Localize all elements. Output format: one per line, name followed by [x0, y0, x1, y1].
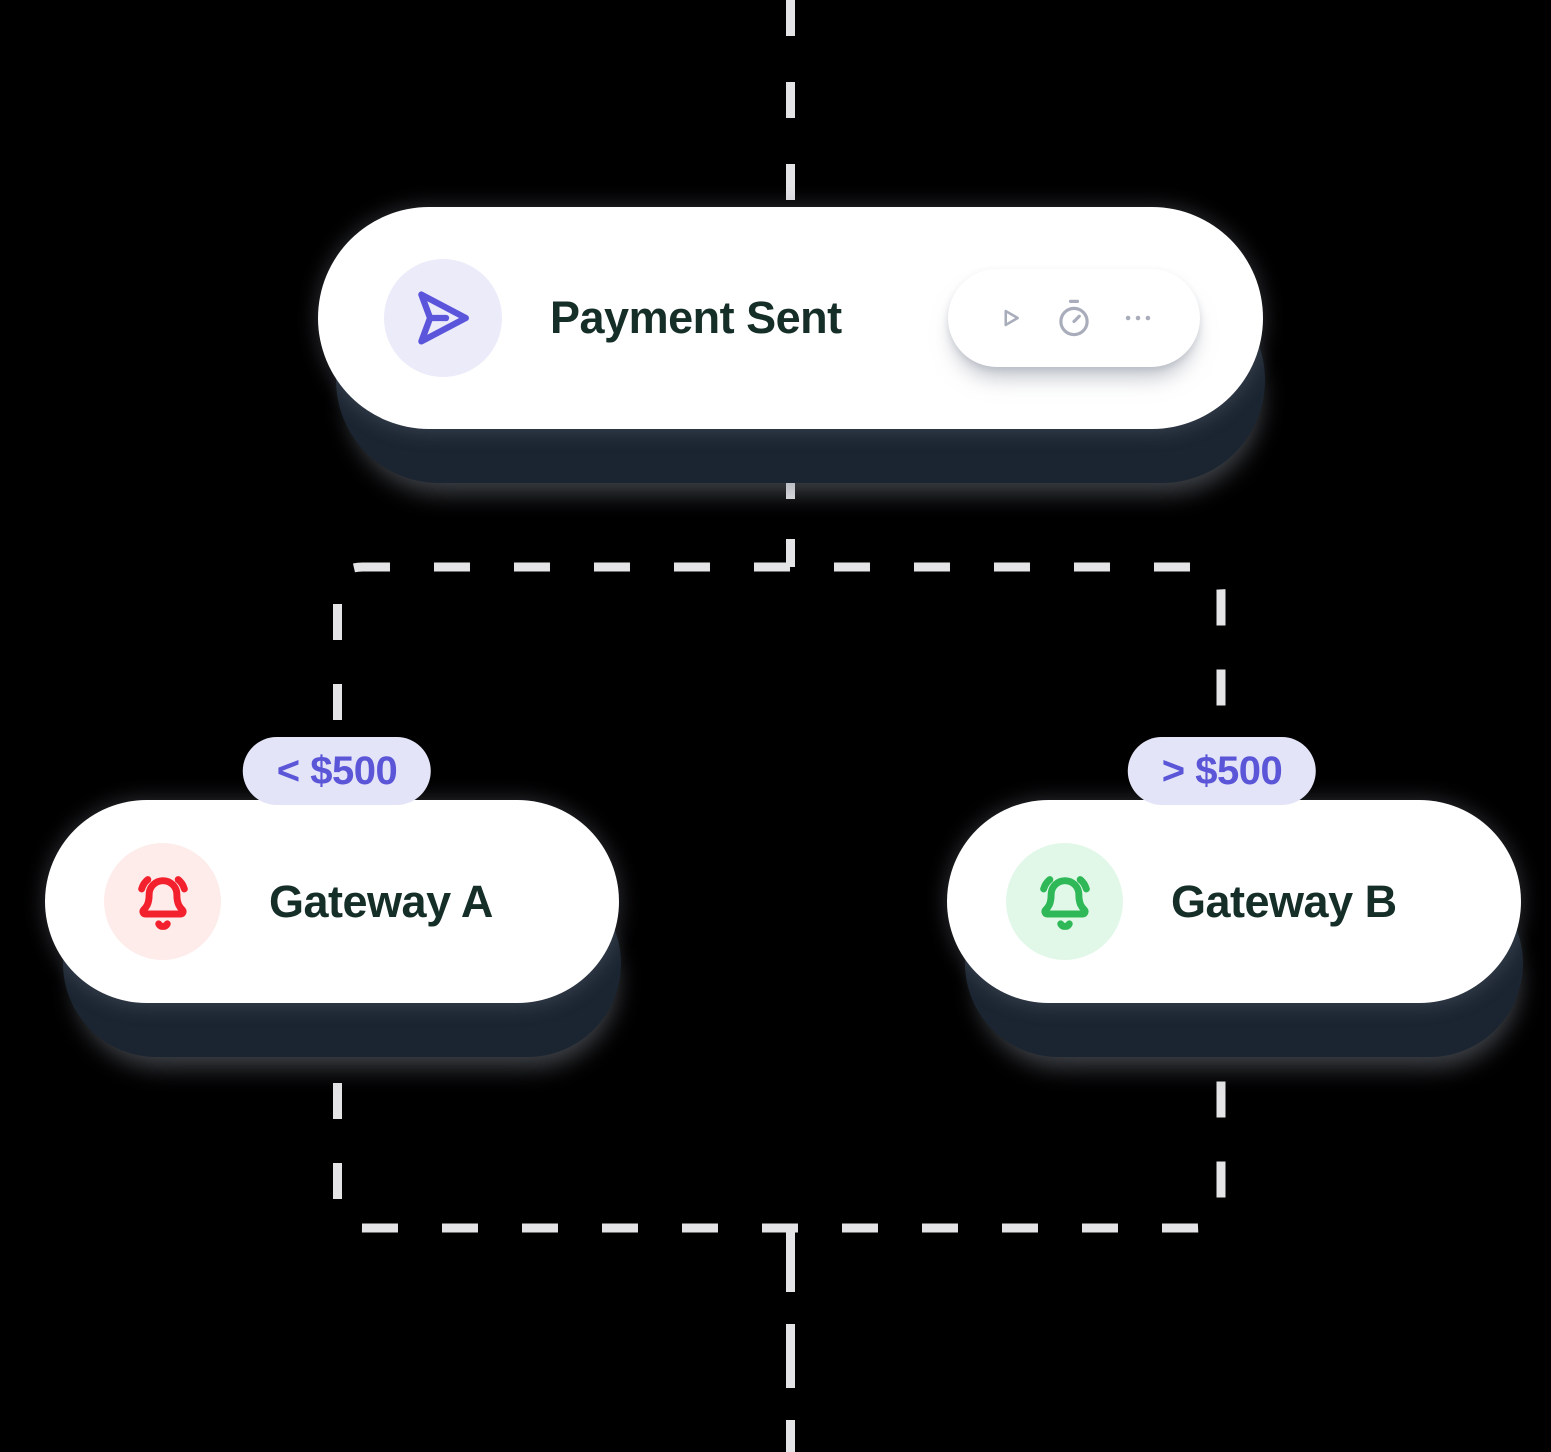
node-title: Gateway A [269, 875, 493, 927]
node-payment-sent[interactable]: Payment Sent [318, 207, 1263, 429]
node-toolbar [948, 269, 1200, 367]
send-icon [384, 259, 502, 377]
connector-merge-branches [333, 1003, 1226, 1233]
condition-badge-under-500: < $500 [242, 737, 432, 805]
bell-ring-icon [1006, 843, 1123, 960]
play-icon[interactable] [993, 301, 1027, 335]
node-title: Payment Sent [550, 292, 842, 343]
node-title: Gateway B [1171, 875, 1397, 927]
node-gateway-a[interactable]: Gateway A [45, 800, 619, 1003]
timer-icon[interactable] [1053, 297, 1095, 339]
condition-badge-over-500: > $500 [1127, 737, 1317, 805]
node-gateway-b[interactable]: Gateway B [947, 800, 1521, 1003]
connector-split-branches [333, 562, 1226, 800]
ellipsis-icon[interactable] [1121, 301, 1155, 335]
bell-ring-icon [104, 843, 221, 960]
